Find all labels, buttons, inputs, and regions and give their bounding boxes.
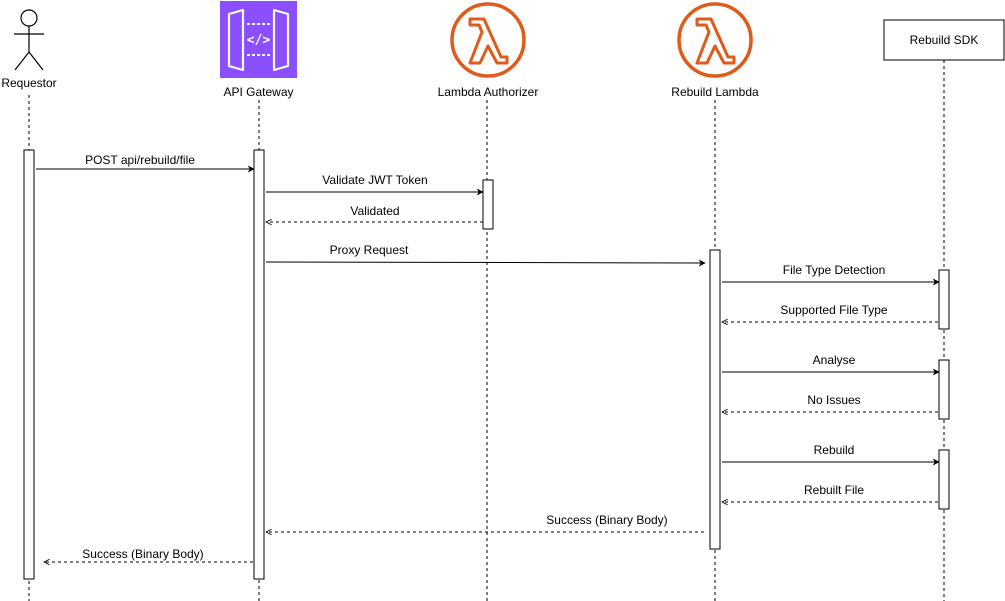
message-label: Proxy Request (330, 243, 409, 257)
message-label: File Type Detection (783, 263, 886, 277)
message-label: Success (Binary Body) (82, 547, 203, 561)
participant-label: Rebuild Lambda (671, 85, 759, 99)
participant-rebuild-sdk: Rebuild SDK (883, 19, 1005, 61)
participant-label: Rebuild SDK (910, 33, 979, 47)
activation-rebuild-sdk (938, 269, 950, 330)
message-label: Rebuild (814, 443, 855, 457)
message-labels: POST api/rebuild/file Validate JWT Token… (82, 153, 888, 561)
activation-rebuild-lambda (709, 249, 721, 550)
activation-requestor (23, 149, 35, 580)
activation-rebuild-sdk (938, 359, 950, 420)
lambda-icon (677, 2, 753, 78)
participant-label: Lambda Authorizer (438, 85, 539, 99)
message-label: No Issues (807, 393, 860, 407)
activation-rebuild-sdk (938, 449, 950, 510)
message-label: Supported File Type (780, 303, 888, 317)
activation-api-gateway (253, 149, 265, 580)
participant-label: API Gateway (223, 85, 293, 99)
participant-label: Requestor (1, 76, 56, 90)
participant-rebuild-lambda: Rebuild Lambda (671, 2, 759, 99)
participant-lambda-authorizer: Lambda Authorizer (438, 2, 539, 99)
participant-requestor: Requestor (1, 9, 57, 90)
actor-icon (14, 9, 44, 71)
participant-api-gateway: </> API Gateway (220, 1, 297, 99)
message-arrow (265, 259, 706, 267)
lambda-icon (450, 2, 526, 78)
activation-lambda-authorizer (482, 179, 494, 230)
activations (23, 149, 950, 580)
message-label: Validated (350, 204, 399, 218)
api-gateway-icon: </> (220, 1, 297, 78)
svg-text:</>: </> (247, 33, 271, 48)
messages (36, 165, 940, 562)
message-label: Validate JWT Token (322, 173, 427, 187)
message-label: Rebuilt File (804, 483, 864, 497)
message-label: Success (Binary Body) (546, 513, 667, 527)
lifelines (28, 60, 945, 601)
message-label: POST api/rebuild/file (85, 153, 195, 167)
message-label: Analyse (813, 353, 856, 367)
participant-box (883, 19, 1005, 61)
